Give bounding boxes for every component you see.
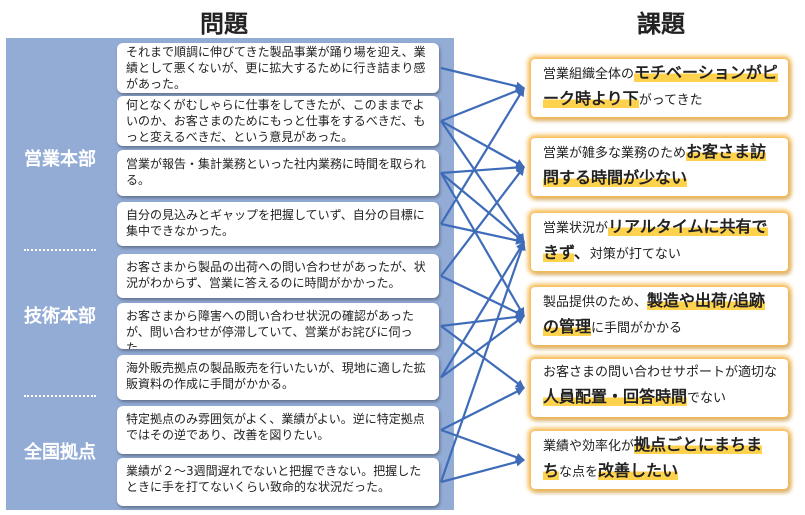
department-separator — [24, 249, 96, 251]
connector-arrow — [439, 241, 526, 483]
connector-arrow — [440, 325, 525, 389]
problem-box: 海外販売拠点の製品販売を行いたいが、現地に適した拡販資料の作成に手間がかかる。 — [117, 355, 439, 400]
issue-box: お客さまの問い合わせサポートが適切な人員配置・回答時間でない — [531, 359, 788, 417]
connector-arrow — [440, 312, 525, 328]
issue-text-run: 製造や出荷/ — [647, 291, 733, 310]
issues-header: 課題 — [637, 10, 685, 38]
problem-box: 特定拠点のみ雰囲気がよく、業績がよい。逆に特定拠点ではその逆であり、改善を図りた… — [117, 406, 439, 454]
issue-text-run: 製品提供のため、 — [543, 295, 648, 310]
issue-text-run: がってきた — [638, 93, 703, 108]
connector-arrow — [440, 457, 525, 484]
issue-box: 業績や効率化が拠点ごとにまちまちな点を改善したい — [531, 431, 788, 489]
issue-text-run: 営業状況が — [543, 221, 609, 236]
issue-text-run: 対策が打てない — [589, 247, 681, 262]
department-tech: 技術本部 — [24, 306, 96, 327]
connector-arrow — [440, 87, 525, 225]
problem-box: 自分の見込みとギャップを把握していず、自分の目標に集中できなかった。 — [117, 202, 439, 246]
problem-box: お客さまから製品の出荷への問い合わせがあったが、状況がわからず、営業に答えるのに… — [117, 254, 439, 298]
connector-arrow — [440, 166, 525, 277]
issue-box: 営業が雑多な業務のためお客さま訪問する時間が少ない — [531, 138, 788, 196]
connector-arrow — [440, 163, 525, 175]
problem-box: それまで順調に伸びてきた製品事業が踊り場を迎え、業績として悪くないが、更に拡大す… — [117, 43, 439, 93]
connector-arrow — [440, 66, 525, 91]
issue-text-run: モチベーションが — [634, 63, 762, 82]
issue-text-run: 営業が雑多な業務のため — [543, 146, 687, 161]
problem-box: 営業が報告・集計業務といった社内業務に時間を取られる。 — [117, 150, 439, 196]
department-separator — [24, 395, 96, 397]
connector-arrow — [440, 120, 525, 243]
connector-arrow — [440, 172, 525, 243]
issue-text-run: な点を — [559, 465, 599, 480]
connector-arrow — [440, 172, 525, 317]
connector-arrow — [440, 275, 525, 317]
connector-arrow — [440, 428, 525, 462]
issue-box: 営業組織全体のモチベーションがピーク時より下がってきた — [531, 59, 788, 117]
issue-box: 製品提供のため、製造や出荷/追跡の管理に手間がかかる — [531, 287, 788, 345]
connector-arrow — [440, 315, 525, 379]
connector-arrow — [440, 387, 525, 431]
connector-arrow — [440, 120, 525, 168]
connector-arrow — [440, 222, 525, 245]
issue-text-run: 営業組織全体の — [543, 67, 635, 82]
problem-box: お客さまから障害への問い合わせ状況の確認があったが、問い合わせが停滞していて、営… — [117, 303, 439, 349]
connector-arrow — [440, 241, 525, 379]
issue-text-run: お客さま — [686, 142, 751, 161]
issue-text-run: お客さまの問い合わせサポートが適切な — [543, 365, 778, 380]
problem-box: 何となくがむしゃらに仕事をしてきたが、このままでよいのか、お客さまのためにもっと… — [117, 96, 439, 146]
problems-header: 問題 — [200, 10, 248, 38]
connector-arrow — [440, 86, 525, 123]
issue-box: 営業状況がリアルタイムに共有できず、対策が打てない — [531, 213, 788, 271]
issue-text-run: 業績や効率化が — [543, 439, 635, 454]
issue-text-run: に手間がかかる — [591, 321, 683, 336]
issue-text-run: 改善したい — [598, 461, 679, 480]
department-branches: 全国拠点 — [24, 442, 96, 463]
issue-text-run: リアルタイムに共有 — [608, 217, 752, 236]
issue-text-run: 、 — [573, 243, 590, 262]
problem-box: 業績が２～3週間遅れでないと把握できない。把握したときに手を打てないくらい致命的… — [117, 458, 439, 506]
issue-text-run: 人員配置・回答時間 — [543, 387, 688, 406]
department-sales: 営業本部 — [24, 149, 96, 170]
issue-text-run: でない — [687, 391, 727, 406]
